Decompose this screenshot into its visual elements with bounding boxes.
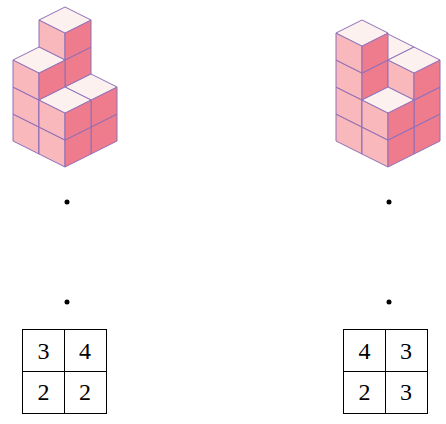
cube-stack (13, 7, 117, 167)
cell-number: 4 (359, 339, 371, 363)
cube-face (39, 7, 91, 33)
cube-face (336, 20, 388, 46)
cube-face (39, 87, 91, 113)
cube-face (13, 47, 65, 73)
dot (65, 200, 70, 205)
cell-number: 4 (79, 339, 91, 363)
table-cell: 3 (385, 371, 428, 414)
table-cell: 4 (343, 329, 386, 372)
cube-face (388, 47, 440, 73)
dot (65, 300, 70, 305)
table-cell: 2 (343, 371, 386, 414)
table-cell: 3 (385, 329, 428, 372)
cell-number: 2 (79, 380, 91, 404)
table-cell: 3 (22, 329, 65, 372)
table-cell: 2 (22, 371, 65, 414)
cell-number: 2 (359, 380, 371, 404)
dot (387, 200, 392, 205)
cell-number: 3 (38, 339, 50, 363)
dot (387, 300, 392, 305)
cube-face (362, 87, 414, 113)
cell-number: 3 (400, 339, 412, 363)
cube-stack (336, 20, 440, 167)
table-cell: 2 (64, 371, 107, 414)
cell-number: 3 (400, 380, 412, 404)
table-cell: 4 (64, 329, 107, 372)
cell-number: 2 (38, 380, 50, 404)
